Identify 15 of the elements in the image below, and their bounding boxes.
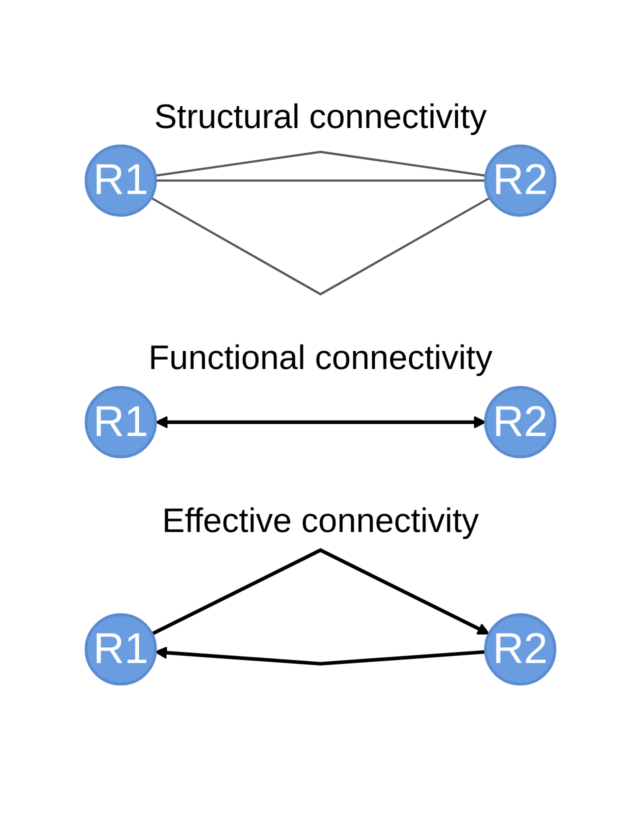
arrow [155,416,486,428]
node-circle: R2 [484,613,556,686]
node-circle: R1 [84,144,157,217]
connector [155,180,486,182]
arrow [151,548,490,636]
node-circle: R1 [84,386,157,458]
arrow [154,646,486,666]
node-circle: R2 [484,386,556,458]
connector [154,150,486,177]
panel-heading: Functional connectivity [148,339,492,378]
connector [150,196,491,296]
panel-heading: Effective connectivity [162,502,479,542]
node-circle: R1 [84,613,157,686]
node-circle: R2 [484,144,556,217]
panel-heading: Structural connectivity [154,98,487,137]
